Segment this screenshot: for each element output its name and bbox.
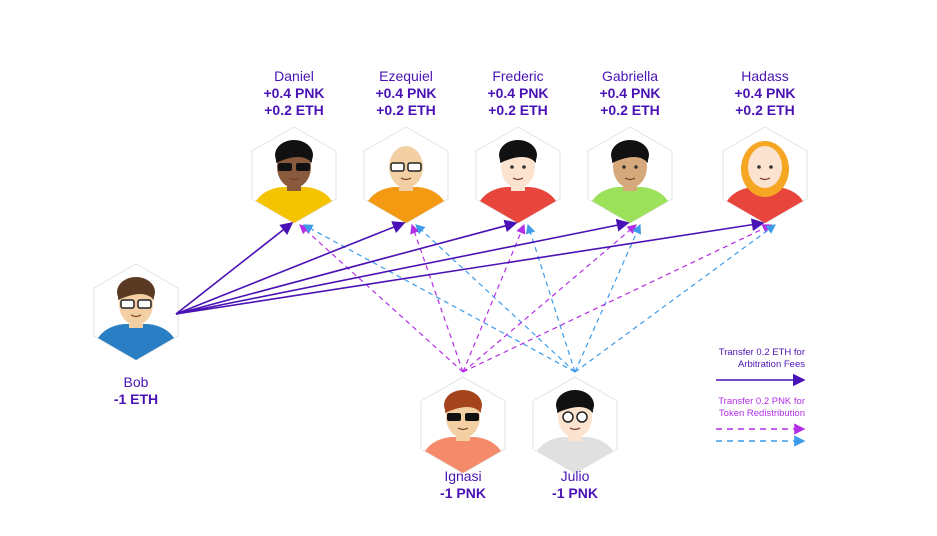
balance-change: +0.4 PNK: [734, 85, 796, 101]
balance-change: -1 PNK: [440, 485, 486, 501]
pnk-arrow-ignasi-to-hadass: [462, 224, 773, 373]
glasses-icon: [562, 411, 574, 423]
balance-change: +0.2 ETH: [735, 102, 795, 118]
legend-pnk: Transfer 0.2 PNK for Token Redistributio…: [718, 396, 805, 420]
shirt: [425, 437, 501, 473]
balance-change: +0.2 ETH: [376, 102, 436, 118]
balance-change: +0.2 ETH: [600, 102, 660, 118]
label-daniel: Daniel+0.4 PNK+0.2 ETH: [224, 68, 364, 119]
glasses-icon: [390, 162, 405, 172]
eth-arrow-bob-to-frederic: [175, 219, 518, 315]
shirt: [98, 324, 174, 360]
avatar-daniel: [251, 126, 337, 224]
avatar-bob: [93, 263, 179, 361]
label-ezequiel: Ezequiel+0.4 PNK+0.2 ETH: [336, 68, 476, 119]
shirt: [537, 437, 613, 473]
avatar-ezequiel: [363, 126, 449, 224]
legend-pnk-label-1: Transfer 0.2 PNK for: [718, 396, 805, 407]
legend-eth-label-2: Arbitration Fees: [737, 359, 805, 370]
sunglasses-icon: [278, 163, 292, 171]
shirt: [256, 187, 332, 223]
balance-change: +0.4 PNK: [263, 85, 325, 101]
balance-change: -1 ETH: [113, 391, 159, 407]
person-name: Frederic: [492, 68, 544, 84]
balance-change: +0.4 PNK: [599, 85, 661, 101]
pnk-arrow-julio-to-frederic: [525, 223, 576, 373]
avatar-ignasi: [420, 376, 506, 474]
shirt: [727, 187, 803, 223]
label-bob: Bob-1 ETH: [66, 374, 206, 408]
label-hadass: Hadass+0.4 PNK+0.2 ETH: [695, 68, 835, 119]
balance-change: +0.4 PNK: [375, 85, 437, 101]
person-name: Ezequiel: [379, 68, 433, 84]
label-ignasi: Ignasi-1 PNK: [393, 468, 533, 502]
face: [748, 146, 782, 188]
face: [389, 146, 423, 188]
label-gabriella: Gabriella+0.4 PNK+0.2 ETH: [560, 68, 700, 119]
person-name: Gabriella: [601, 68, 659, 84]
shirt: [480, 187, 556, 223]
person-name: Hadass: [741, 68, 789, 84]
pnk-arrow-ignasi-to-frederic: [462, 223, 526, 373]
legend-eth-label-1: Transfer 0.2 ETH for: [718, 347, 805, 358]
balance-change: +0.4 PNK: [487, 85, 549, 101]
pnk-arrow-julio-to-ezequiel: [415, 224, 576, 373]
avatar-hadass: [722, 126, 808, 224]
balance-change: +0.2 ETH: [488, 102, 548, 118]
legend-pnk-label-2: Token Redistribution: [718, 408, 805, 419]
person-name: Daniel: [274, 68, 314, 84]
label-frederic: Frederic+0.4 PNK+0.2 ETH: [448, 68, 588, 119]
label-julio: Julio-1 PNK: [505, 468, 645, 502]
balance-change: -1 PNK: [552, 485, 598, 501]
pnk-arrow-ignasi-to-gabriella: [462, 224, 637, 373]
sunglasses-icon: [447, 413, 461, 421]
pnk-arrow-julio-to-daniel: [302, 224, 576, 373]
person-name: Ignasi: [444, 468, 482, 484]
legend-lines: [716, 373, 806, 447]
eth-arrow-bob-to-hadass: [175, 218, 765, 315]
shirt: [592, 187, 668, 223]
glasses-icon: [120, 299, 135, 309]
person-name: Bob: [123, 374, 149, 390]
eth-arrow-bob-to-gabriella: [175, 218, 630, 315]
avatar-gabriella: [587, 126, 673, 224]
avatar-julio: [532, 376, 618, 474]
avatar-frederic: [475, 126, 561, 224]
person-name: Julio: [560, 468, 590, 484]
pnk-arrow-ignasi-to-daniel: [299, 224, 464, 373]
balance-change: +0.2 ETH: [264, 102, 324, 118]
eth-arrow-bob-to-ezequiel: [175, 221, 406, 315]
legend-eth: Transfer 0.2 ETH for Arbitration Fees: [719, 347, 805, 371]
pnk-arrow-ignasi-to-ezequiel: [410, 223, 464, 373]
eth-arrow-bob-to-daniel: [175, 222, 294, 315]
shirt: [368, 187, 444, 223]
